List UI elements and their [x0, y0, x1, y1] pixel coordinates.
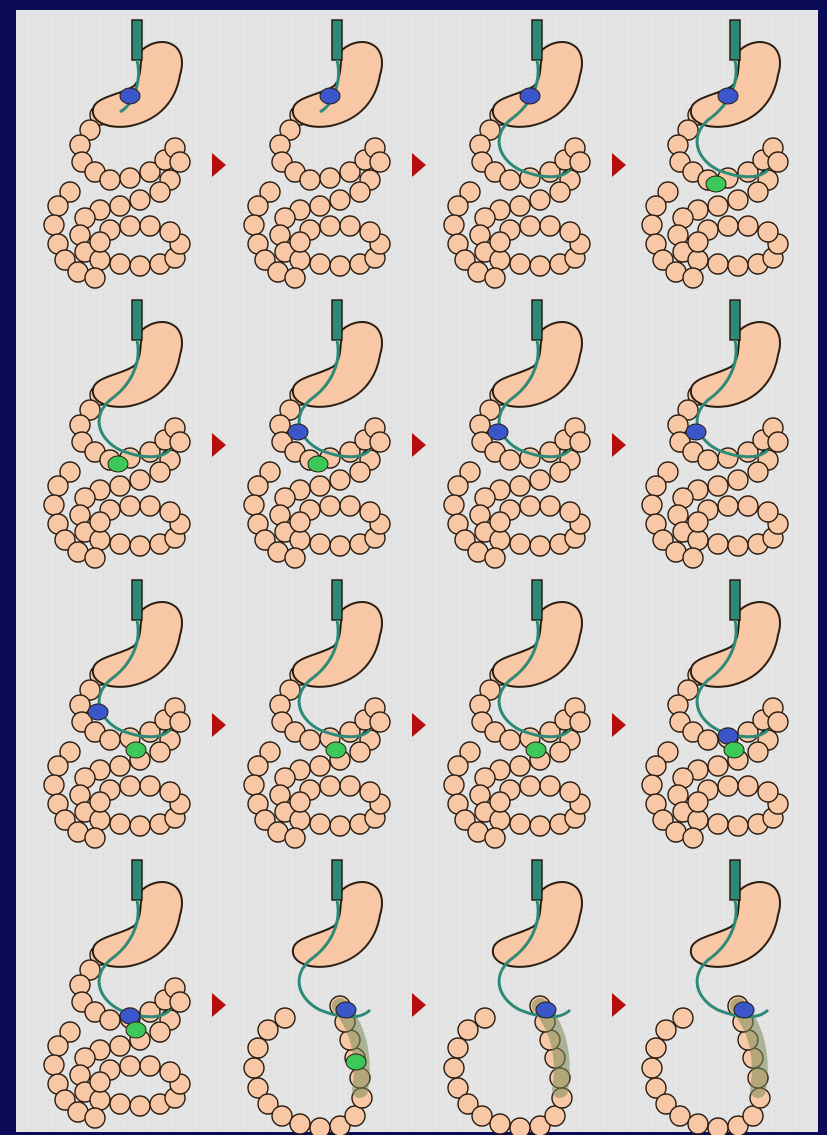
overtube-balloon — [520, 88, 540, 104]
scope-balloon — [724, 742, 744, 758]
overtube-balloon — [488, 424, 508, 440]
esophagus-tube — [532, 300, 542, 340]
esophagus-tube — [132, 860, 142, 900]
overtube-balloon — [536, 1002, 556, 1018]
scope-balloon — [126, 742, 146, 758]
esophagus-tube — [332, 300, 342, 340]
esophagus-tube — [730, 300, 740, 340]
esophagus-tube — [332, 860, 342, 900]
esophagus-tube — [730, 20, 740, 60]
overtube-balloon — [88, 704, 108, 720]
scope-balloon — [326, 742, 346, 758]
scope-balloon — [706, 176, 726, 192]
scope-balloon — [346, 1054, 366, 1070]
esophagus-tube — [532, 20, 542, 60]
scope-balloon — [526, 742, 546, 758]
esophagus-tube — [532, 860, 542, 900]
scope-balloon — [126, 1022, 146, 1038]
esophagus-tube — [730, 580, 740, 620]
scope-balloon — [308, 456, 328, 472]
esophagus-tube — [332, 580, 342, 620]
overtube-balloon — [734, 1002, 754, 1018]
esophagus-tube — [730, 860, 740, 900]
overtube-balloon — [120, 88, 140, 104]
esophagus-tube — [132, 580, 142, 620]
esophagus-tube — [132, 300, 142, 340]
overtube-balloon — [336, 1002, 356, 1018]
scope-balloon — [108, 456, 128, 472]
overtube-balloon — [686, 424, 706, 440]
overtube-balloon — [320, 88, 340, 104]
overtube-balloon — [288, 424, 308, 440]
overtube-balloon — [718, 88, 738, 104]
esophagus-tube — [532, 580, 542, 620]
esophagus-tube — [132, 20, 142, 60]
esophagus-tube — [332, 20, 342, 60]
